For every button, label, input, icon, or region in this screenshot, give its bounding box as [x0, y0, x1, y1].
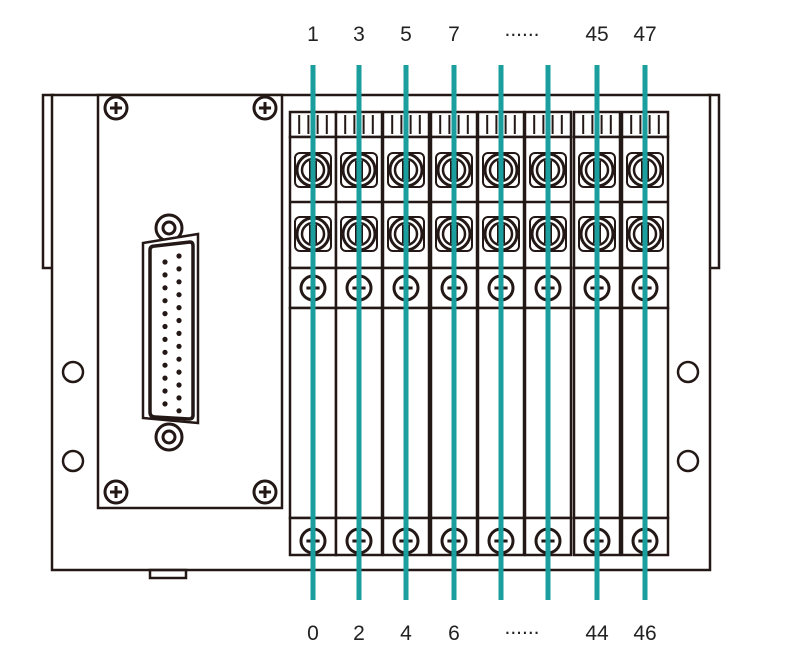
- dsub-pin: [176, 266, 182, 272]
- dsub-pin: [162, 285, 168, 291]
- mounting-hole: [676, 360, 700, 384]
- dsub-pin: [176, 356, 182, 362]
- top-label: 1: [307, 23, 319, 46]
- dsub-pin: [162, 259, 168, 265]
- dsub-pin: [176, 292, 182, 298]
- dsub-pin: [176, 317, 182, 324]
- panel-screw-cross: [258, 101, 272, 115]
- bottom-ellipsis: ......: [504, 616, 539, 639]
- dsub-pin: [176, 330, 182, 336]
- panel-screw-cross: [109, 101, 123, 115]
- top-ellipsis: ......: [504, 18, 539, 41]
- dsub-pin: [162, 336, 168, 342]
- bottom-label: 46: [633, 622, 656, 645]
- dsub-pin: [162, 388, 168, 394]
- top-port-labels: 1 3 5 7 ...... 45 47: [307, 18, 657, 46]
- panel-screw-cross: [109, 485, 123, 499]
- dsub-pin: [162, 311, 168, 317]
- dsub-pin: [176, 408, 182, 414]
- mounting-hole: [61, 449, 85, 473]
- dsub-shell: [141, 232, 200, 425]
- dsub-pin: [176, 395, 182, 401]
- bottom-label: 2: [353, 622, 365, 645]
- dsub-pin: [162, 362, 168, 368]
- bottom-label: 44: [585, 622, 609, 645]
- dsub-pin: [162, 375, 168, 381]
- mounting-hole: [676, 449, 700, 473]
- dsub-pin: [162, 349, 168, 355]
- dsub-pin: [176, 343, 182, 349]
- bottom-tab: [148, 568, 188, 580]
- dsub-pin: [176, 305, 182, 311]
- top-label: 45: [585, 23, 608, 46]
- dsub-pin: [176, 279, 182, 285]
- dsub-pin: [162, 272, 168, 278]
- top-label: 7: [448, 23, 460, 46]
- dsub-mount-screw-inner: [161, 220, 177, 236]
- dsub-mount-screw: [154, 422, 184, 452]
- mounting-hole: [61, 360, 85, 384]
- dsub-pin: [176, 253, 182, 259]
- dsub-pin: [162, 323, 168, 330]
- dsub-face: [148, 240, 195, 421]
- bottom-label: 4: [400, 622, 412, 645]
- dsub-mount-screw-inner: [161, 429, 177, 445]
- dsub-pin: [176, 369, 182, 375]
- top-label: 5: [400, 23, 412, 46]
- top-label: 47: [633, 23, 656, 46]
- bottom-label: 6: [448, 622, 460, 645]
- dsub-pin: [176, 382, 182, 388]
- valve-station: [620, 110, 670, 557]
- panel-screw-cross: [258, 485, 272, 499]
- top-label: 3: [353, 23, 365, 46]
- bottom-label: 0: [307, 622, 319, 645]
- dsub-pin: [162, 401, 168, 407]
- dsub-pin: [162, 298, 168, 304]
- bottom-port-labels: 0 2 4 6 ...... 44 46: [307, 616, 657, 645]
